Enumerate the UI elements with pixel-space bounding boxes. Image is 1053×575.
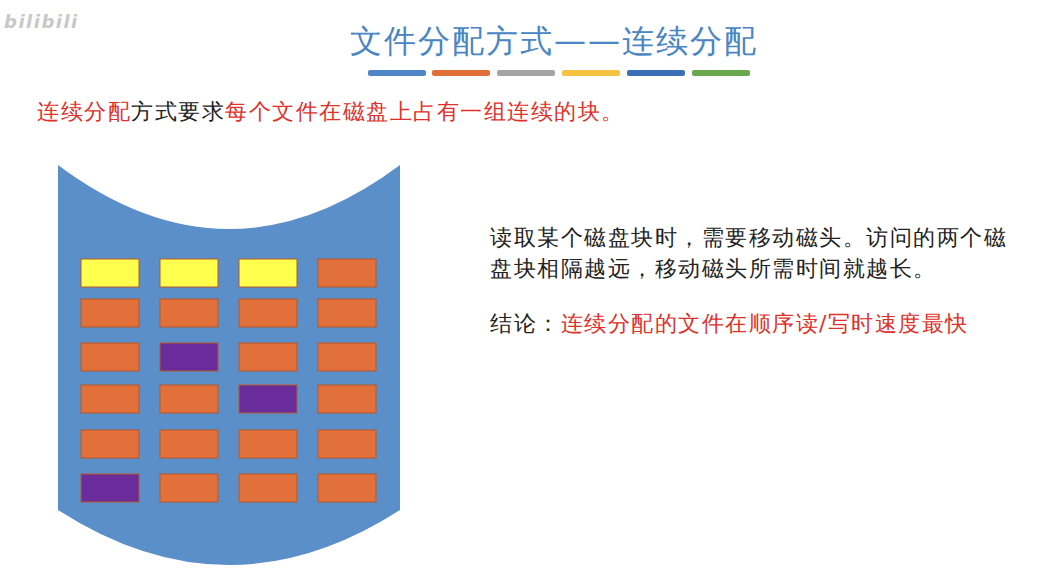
disk-cylinder — [58, 165, 400, 565]
slide-title: 文件分配方式——连续分配 — [0, 20, 1053, 64]
highlight-text: 连续分配 — [37, 99, 131, 124]
conclusion-line: 结论：连续分配的文件在顺序读/写时速度最快 — [490, 308, 969, 339]
body-text: 结论： — [490, 311, 561, 336]
intro-sentence: 连续分配方式要求每个文件在磁盘上占有一组连续的块。 — [37, 96, 625, 127]
body-text: 读取某个磁盘块时，需要移动磁头。访问的两个磁盘块相隔越远，移动磁头所需时间就越长… — [490, 225, 1007, 281]
watermark: bilibili — [4, 6, 79, 37]
highlight-text: 每个文件在磁盘上占有一组连续的块。 — [225, 99, 625, 124]
watermark-text: bilibili — [4, 11, 79, 32]
disk-blocks — [81, 259, 376, 502]
body-text: 方式要求 — [131, 99, 225, 124]
highlight-text: 连续分配的文件在顺序读/写时速度最快 — [561, 311, 969, 336]
title-underline-bars — [368, 70, 750, 76]
explanation-paragraph: 读取某个磁盘块时，需要移动磁头。访问的两个磁盘块相隔越远，移动磁头所需时间就越长… — [490, 222, 1022, 284]
